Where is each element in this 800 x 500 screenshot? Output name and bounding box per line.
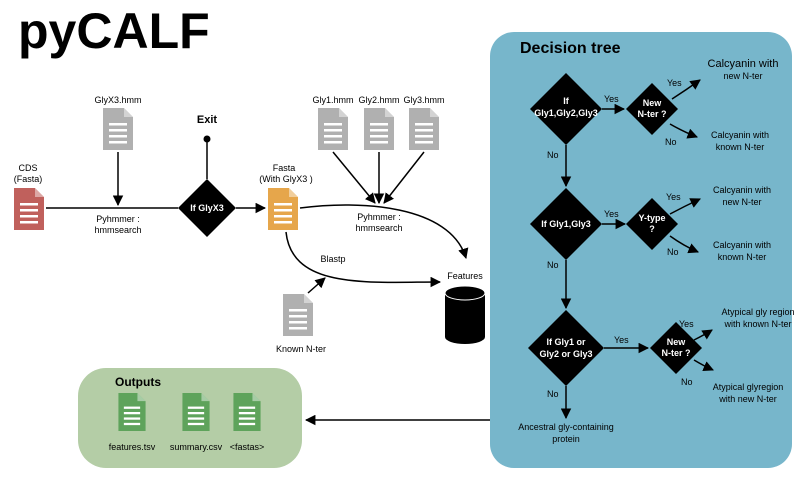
known-nter-file-icon [283, 294, 313, 336]
yes-label-q1sub: Yes [667, 78, 682, 88]
fasta-file-icon [268, 188, 298, 230]
no-label-q1: No [547, 150, 559, 160]
cds-file-icon [14, 188, 44, 230]
decision-new-nter-3 [650, 322, 702, 374]
yes-label-q3sub: Yes [679, 319, 694, 329]
gly3-hmm-file-icon [409, 108, 439, 150]
result-calcyanin-known-2-line1: Calcyanin with [713, 240, 771, 250]
result-calcyanin-new-1-line2: new N-ter [723, 71, 762, 81]
database-icon [444, 285, 486, 344]
gly3-hmm-label: Gly3.hmm [403, 95, 444, 105]
result-atypical-known-line1: Atypical gly region [721, 307, 794, 317]
pyhmmer2-label-2: hmmsearch [355, 223, 402, 233]
no-label-q3: No [547, 389, 559, 399]
result-ancestral-line2: protein [552, 434, 580, 444]
decision-if-gly123 [530, 73, 602, 145]
result-calcyanin-known-1-line1: Calcyanin with [711, 130, 769, 140]
decision-if-glyx3-label: If GlyX3 [190, 203, 224, 213]
decision-tree-panel: Decision tree If Gly1,Gly2,Gly3 Yes New … [490, 32, 795, 468]
gly2-hmm-file-icon [364, 108, 394, 150]
result-atypical-new-line1: Atypical glyregion [713, 382, 784, 392]
file-icon-summary [182, 393, 210, 431]
glyx3-hmm-label: GlyX3.hmm [94, 95, 141, 105]
yes-label-q2: Yes [604, 209, 619, 219]
output-file-summary: summary.csv [170, 442, 223, 452]
decision-if-gly1-or-label-2: Gly2 or Gly3 [539, 349, 592, 359]
decision-new-nter-3-label-2: N-ter ? [662, 348, 691, 358]
result-calcyanin-new-2-line2: new N-ter [722, 197, 761, 207]
no-label-q2: No [547, 260, 559, 270]
file-icon-fastas [233, 393, 261, 431]
decision-new-nter-1-label-2: N-ter ? [638, 109, 667, 119]
no-label-q1sub: No [665, 137, 677, 147]
known-nter-label: Known N-ter [276, 344, 326, 354]
cds-label-2: (Fasta) [14, 174, 43, 184]
no-label-q3sub: No [681, 377, 693, 387]
decision-new-nter-3-label-1: New [667, 337, 687, 347]
pipeline: CDS (Fasta) GlyX3.hmm Pyhmmer : hmmsearc… [14, 95, 486, 354]
pyhmmer2-label-1: Pyhmmer : [357, 212, 401, 222]
decision-if-gly13 [530, 188, 602, 260]
blastp-label: Blastp [320, 254, 345, 264]
decision-if-gly123-label-1: If [563, 96, 570, 106]
decision-if-gly1-or-label-1: If Gly1 or [546, 337, 586, 347]
result-atypical-new-line2: with new N-ter [718, 394, 777, 404]
fasta-label-1: Fasta [273, 163, 296, 173]
decision-tree-title: Decision tree [520, 40, 621, 57]
gly1-hmm-label: Gly1.hmm [312, 95, 353, 105]
exit-dot [203, 135, 211, 143]
glyx3-hmm-file-icon [103, 108, 133, 150]
result-calcyanin-known-2-line2: known N-ter [718, 252, 767, 262]
result-calcyanin-new-2-line1: Calcyanin with [713, 185, 771, 195]
decision-if-gly1-or [528, 310, 604, 386]
decision-y-type-label-2: ? [649, 224, 655, 234]
decision-if-gly13-label: If Gly1,Gly3 [541, 219, 591, 229]
decision-y-type [626, 198, 678, 250]
output-file-features: features.tsv [109, 442, 156, 452]
yes-label-q3: Yes [614, 335, 629, 345]
decision-new-nter-1 [626, 83, 678, 135]
outputs-title: Outputs [115, 375, 161, 389]
exit-label: Exit [197, 114, 218, 126]
result-ancestral-line1: Ancestral gly-containing [518, 422, 614, 432]
decision-if-gly123-label-2: Gly1,Gly2,Gly3 [534, 108, 598, 118]
pyhmmer1-label-1: Pyhmmer : [96, 214, 140, 224]
gly1-hmm-file-icon [318, 108, 348, 150]
page-title: pyCALF [18, 3, 210, 59]
result-atypical-known-line2: with known N-ter [723, 319, 791, 329]
decision-y-type-label-1: Y-type [638, 213, 665, 223]
cds-label-1: CDS [18, 163, 37, 173]
features-label: Features [447, 271, 483, 281]
decision-if-glyx3 [178, 179, 236, 237]
fasta-label-2: (With GlyX3 ) [259, 174, 313, 184]
no-label-q2sub: No [667, 247, 679, 257]
yes-label-q2sub: Yes [666, 192, 681, 202]
result-calcyanin-known-1-line2: known N-ter [716, 142, 765, 152]
file-icon-features [118, 393, 146, 431]
yes-label-q1: Yes [604, 94, 619, 104]
result-calcyanin-new-1-line1: Calcyanin with [708, 58, 779, 70]
pyhmmer1-label-2: hmmsearch [94, 225, 141, 235]
gly2-hmm-label: Gly2.hmm [358, 95, 399, 105]
decision-new-nter-1-label-1: New [643, 98, 663, 108]
output-file-fastas: <fastas> [230, 442, 265, 452]
outputs-panel: Outputs features.tsv summary.csv <fastas… [78, 368, 302, 468]
